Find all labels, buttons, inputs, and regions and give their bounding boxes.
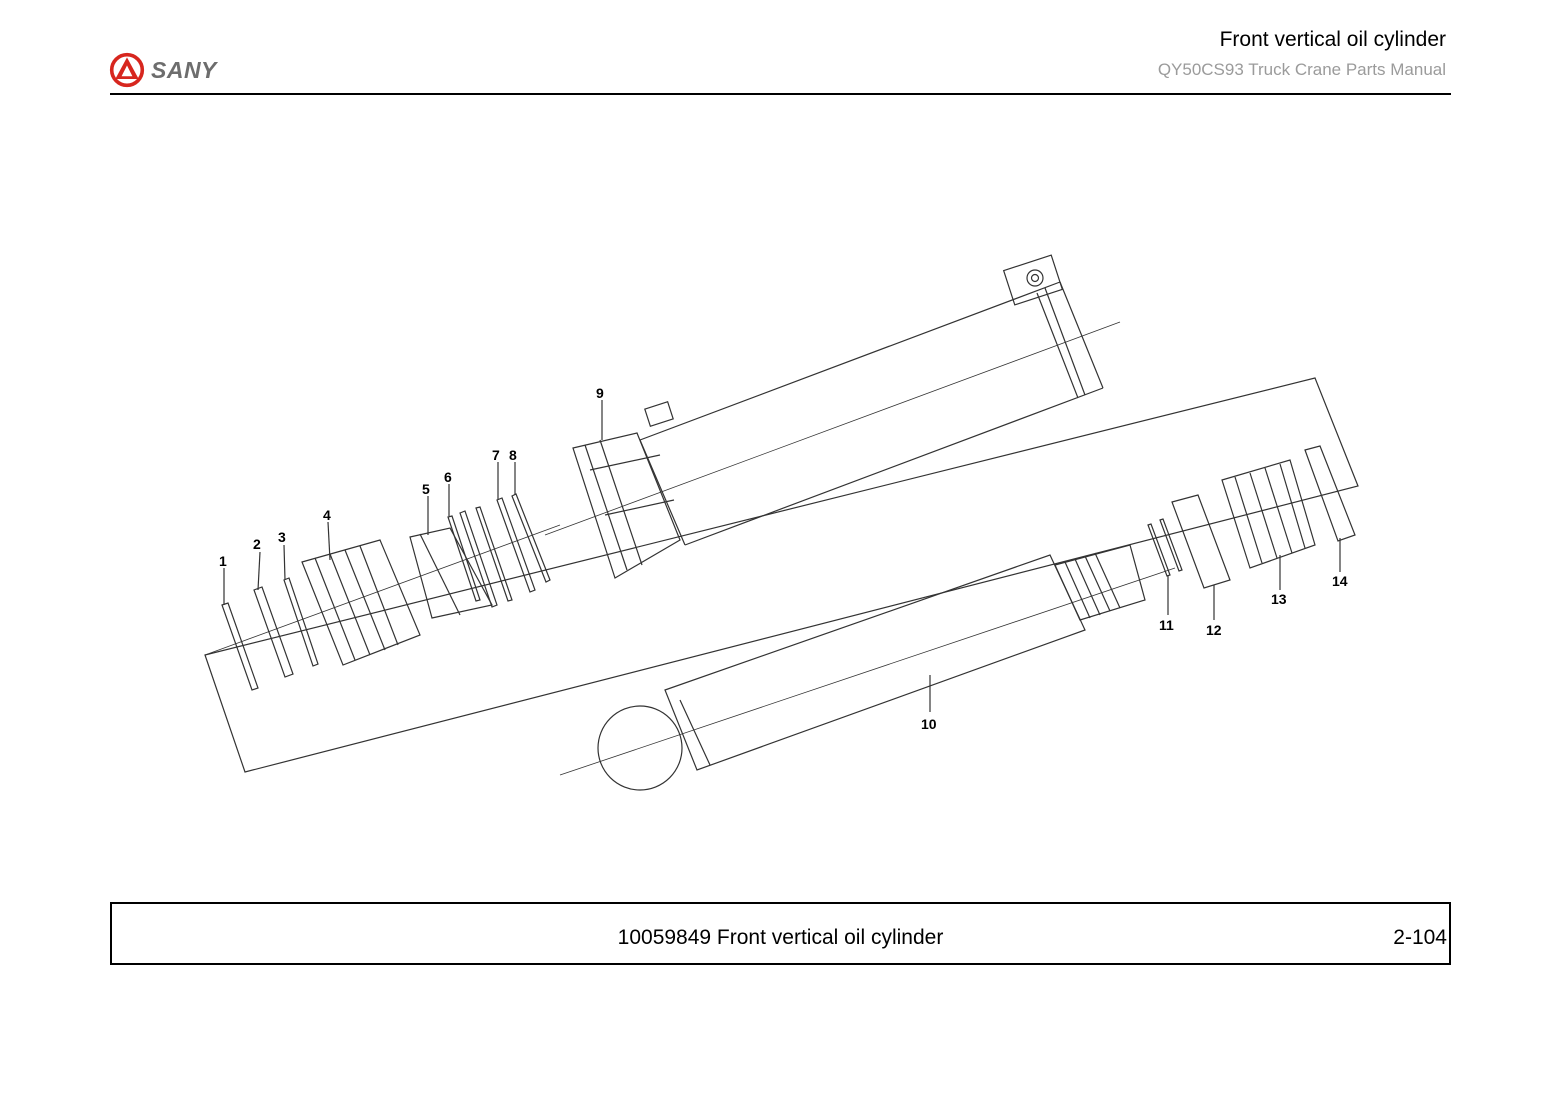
page-title: Front vertical oil cylinder (1219, 28, 1446, 51)
piston-rod-part10 (559, 544, 1176, 791)
callout-9: 9 (596, 385, 604, 401)
nut-part14 (1304, 445, 1356, 542)
header-divider (110, 93, 1451, 95)
figure-caption: 10059849 Front vertical oil cylinder (617, 926, 944, 949)
callout-13: 13 (1271, 591, 1287, 607)
callout-4: 4 (323, 507, 331, 523)
callout-5: 5 (422, 481, 430, 497)
page-number: 2-104 (1393, 926, 1447, 949)
seal-ring-part2 (253, 586, 294, 678)
piston-ring-part12 (1171, 494, 1231, 589)
ring-part7b (496, 497, 536, 593)
seal-ring-part1 (221, 602, 259, 691)
rod-group-outline (204, 377, 1359, 773)
callout-11: 11 (1159, 617, 1174, 633)
caption-box: 10059849 Front vertical oil cylinder 2-1… (110, 902, 1451, 965)
callout-10: 10 (921, 716, 937, 732)
bushing-part5 (409, 527, 493, 619)
piston-part13 (1221, 459, 1316, 569)
manual-subtitle: QY50CS93 Truck Crane Parts Manual (1157, 60, 1446, 79)
callout-3: 3 (278, 529, 286, 545)
callout-2: 2 (253, 536, 261, 552)
callout-7: 7 (492, 447, 500, 463)
ring-part8 (511, 493, 551, 583)
ring-part7 (475, 506, 513, 602)
callout-6: 6 (444, 469, 452, 485)
sany-logo: SANY (109, 52, 217, 88)
callout-8: 8 (509, 447, 517, 463)
callout-14: 14 (1332, 573, 1348, 589)
callout-1: 1 (219, 553, 227, 569)
sany-logo-icon (109, 52, 145, 88)
seal-part6 (447, 515, 481, 602)
ring-part6b (459, 510, 498, 608)
guide-sleeve-part4 (301, 539, 421, 666)
brand-name: SANY (151, 56, 217, 83)
seal-ring-part3 (283, 577, 319, 667)
cylinder-barrel-part9 (544, 254, 1121, 579)
seal-ring-part11 (1147, 518, 1183, 577)
callout-12: 12 (1206, 622, 1222, 638)
